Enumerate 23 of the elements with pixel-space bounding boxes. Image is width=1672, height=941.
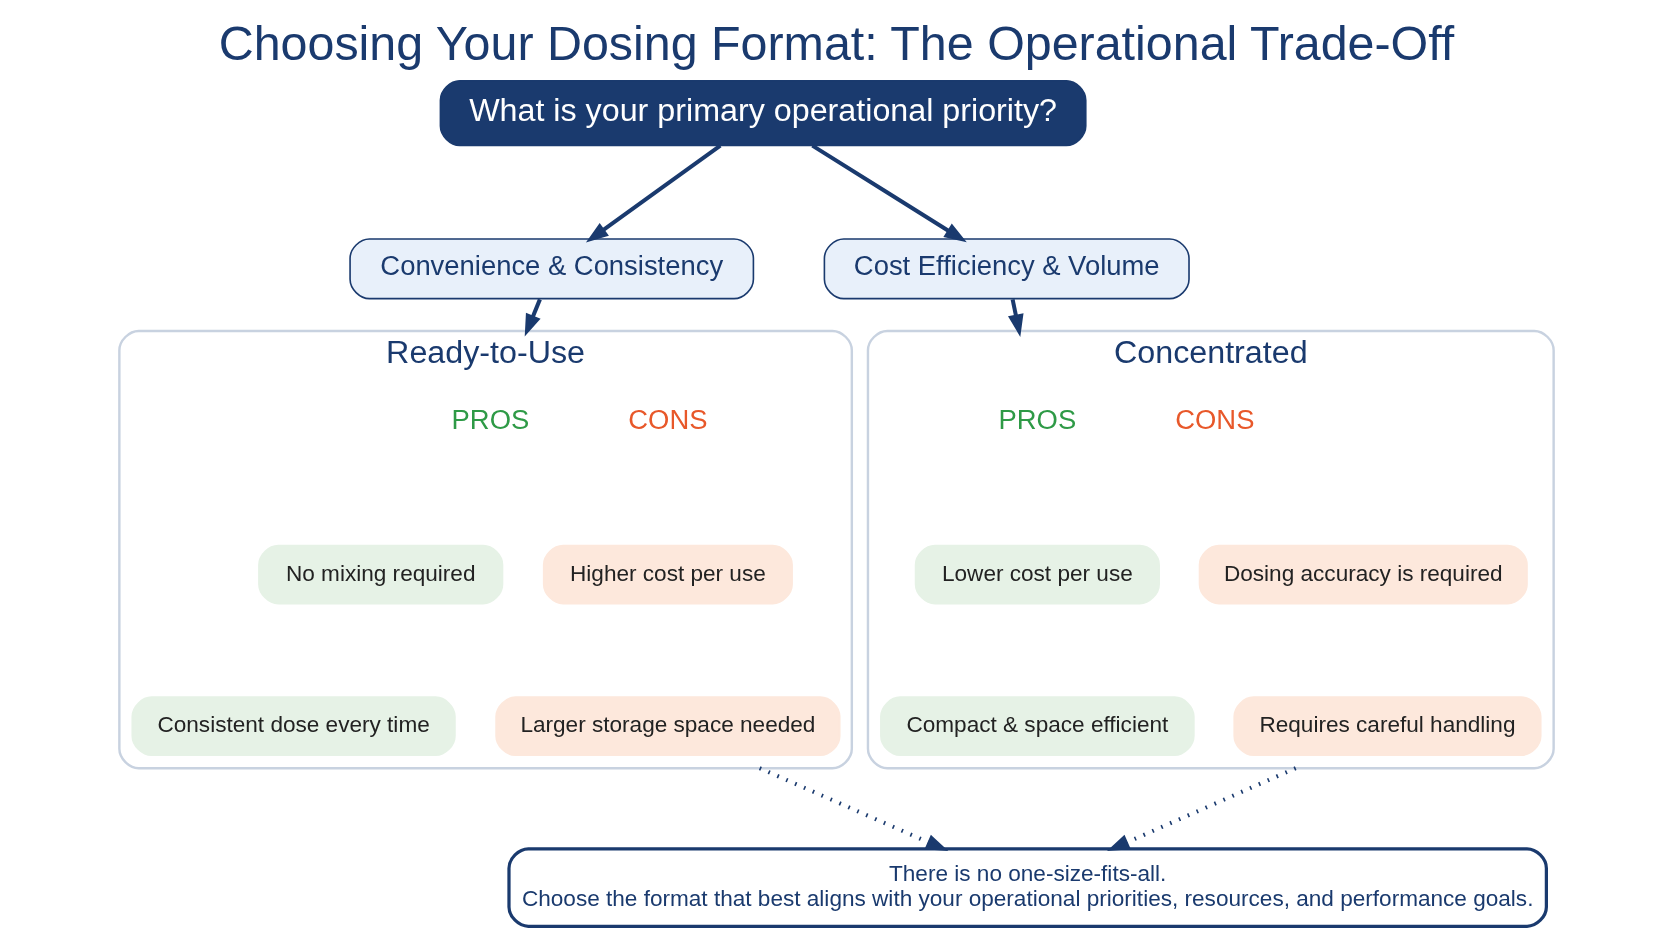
- node-box: Cost Efficiency & Volume: [823, 238, 1190, 300]
- node-box: What is your primary operational priority?: [439, 80, 1087, 147]
- node-box: Consistent dose every time: [130, 696, 456, 757]
- node-box: There is no one-size-fits-all. Choose the format that best aligns with your operational priorities, resources, and performance goals.: [506, 847, 1548, 928]
- diagram-title: Choosing Your Dosing Format: The Operational Trade-Off: [218, 15, 1454, 70]
- node-box: Larger storage space needed: [494, 696, 841, 757]
- node-box: Requires careful handling: [1232, 696, 1542, 757]
- arrow: [1007, 298, 1024, 337]
- node-text: PROS: [998, 403, 1076, 435]
- arrow: [810, 143, 967, 243]
- arrow: [524, 298, 542, 337]
- node-box: Compact & space efficient: [879, 696, 1195, 757]
- node-box: Convenience & Consistency: [348, 238, 754, 300]
- node-box: Lower cost per use: [914, 544, 1160, 605]
- arrow: [585, 143, 721, 243]
- node-box: Dosing accuracy is required: [1198, 544, 1528, 605]
- node-text: CONS: [627, 403, 707, 435]
- arrow: [758, 766, 948, 852]
- node-text: CONS: [1174, 403, 1254, 435]
- node-box: No mixing required: [257, 544, 503, 605]
- node-text: PROS: [451, 403, 529, 435]
- node-box: Higher cost per use: [542, 544, 793, 605]
- arrow: [1106, 766, 1296, 852]
